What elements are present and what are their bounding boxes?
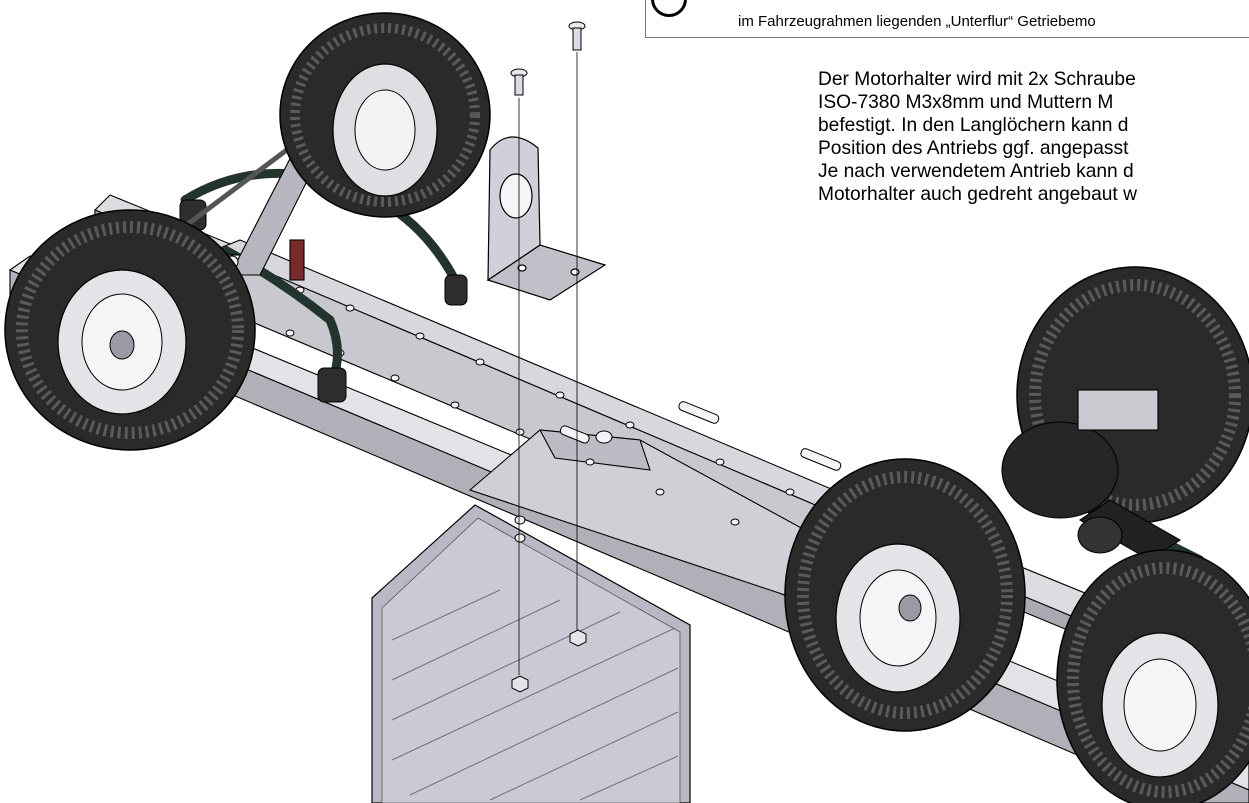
description-line: Je nach verwendetem Antrieb kann d <box>818 161 1134 182</box>
rear-axle-differential <box>1001 389 1182 561</box>
description-line: Position des Antriebs ggf. angepasst <box>818 138 1129 159</box>
cross-member-plate <box>371 504 691 803</box>
note-text: im Fahrzeugrahmen liegenden „Unterflur“ … <box>738 13 1096 30</box>
motor-bracket <box>486 136 607 301</box>
description-line: befestigt. In den Langlöchern kann d <box>818 115 1129 136</box>
frame-holes <box>243 286 842 559</box>
description-line: Motorhalter auch gedreht angebaut w <box>818 184 1137 205</box>
description-line: ISO-7380 M3x8mm und Muttern M <box>818 92 1114 113</box>
wheel-rear-right-1 <box>784 458 1026 732</box>
description-line: Der Motorhalter wird mit 2x Schraube <box>818 69 1136 90</box>
description-paragraph: Der Motorhalter wird mit 2x Schraube ISO… <box>818 68 1249 206</box>
screw-m3-left <box>510 68 528 96</box>
note-box: im Fahrzeugrahmen liegenden „Unterflur“ … <box>645 0 1249 38</box>
wheel-rear-right-2 <box>1056 549 1249 803</box>
wheel-rear-left <box>279 12 491 218</box>
screw-m3-right <box>568 21 586 51</box>
nuts-m3 <box>511 629 587 693</box>
wheel-front-left <box>4 209 256 451</box>
assembly-guide-lines <box>518 52 578 675</box>
